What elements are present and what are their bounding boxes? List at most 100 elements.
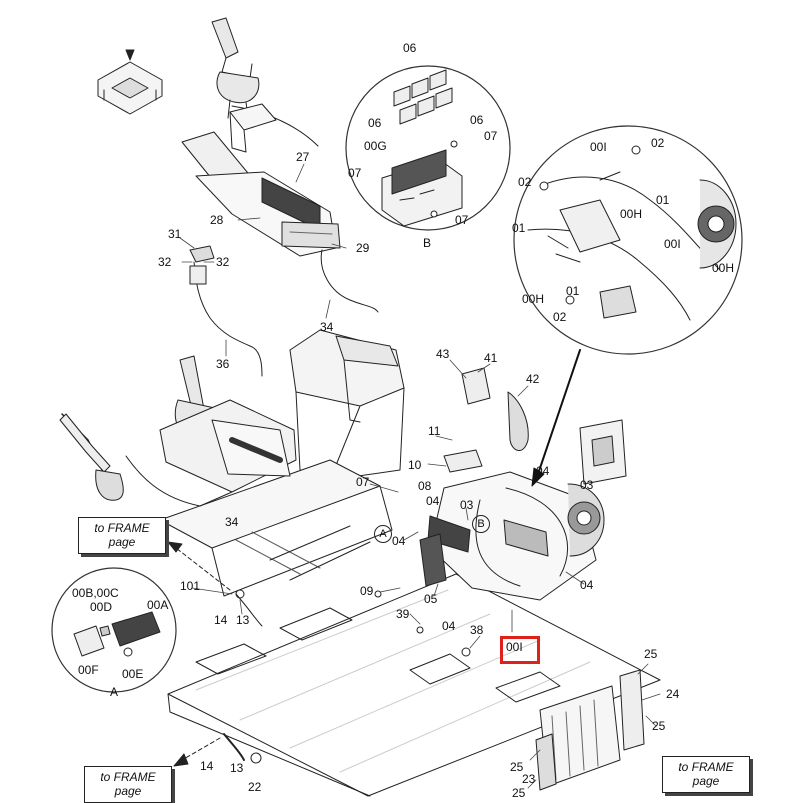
- side-lever: [59, 413, 124, 501]
- detail-a-letter: A: [110, 685, 119, 699]
- orientation-thumbnail: [97, 49, 163, 115]
- highlight-box-00I: [500, 636, 540, 664]
- cooler-assembly: [535, 669, 645, 791]
- callout-36: 36: [216, 357, 230, 371]
- console-panel: [181, 103, 341, 257]
- callout-14-upper: 14: [214, 613, 228, 627]
- callout-24: 24: [666, 687, 680, 701]
- callout-32-right: 32: [216, 255, 230, 269]
- frame-link-lower-right[interactable]: to FRAME page: [662, 756, 750, 793]
- detail-harness-circle: [513, 125, 743, 355]
- detail-b-circle: [345, 65, 511, 231]
- callout-34-upper: 34: [320, 320, 334, 334]
- callout-10: 10: [408, 458, 422, 472]
- detail-pointer-arrowhead: [531, 467, 545, 487]
- frame-link-line2: page: [692, 774, 720, 789]
- callout-04-bottom: 04: [442, 619, 456, 633]
- callout-14-lower: 14: [200, 759, 214, 773]
- callout-05: 05: [424, 592, 438, 606]
- callout-25-top: 25: [644, 647, 658, 661]
- callout-b-07-left: 07: [348, 166, 362, 180]
- detail-a-circle: [51, 567, 177, 693]
- frame-arrow-dashed-lower: [181, 737, 221, 761]
- callout-c-01-right: 01: [656, 193, 670, 207]
- callout-32-left: 32: [158, 255, 172, 269]
- callout-43: 43: [436, 347, 450, 361]
- callout-c-00H-bottom: 00H: [522, 292, 545, 306]
- callout-39: 39: [396, 607, 410, 621]
- callout-41: 41: [484, 351, 498, 365]
- callout-b-00G: 00G: [364, 139, 387, 153]
- frame-link-line1: to FRAME: [678, 760, 734, 774]
- callout-b-06-right: 06: [470, 113, 484, 127]
- electrical-bracket: [419, 471, 605, 601]
- callout-c-02-bottom: 02: [553, 310, 567, 324]
- frame-arrowhead-upper: [167, 541, 183, 553]
- callout-29: 29: [356, 241, 370, 255]
- hardware-fasteners: [223, 589, 471, 764]
- joystick-upper: [211, 17, 319, 147]
- callout-c-00H-right: 00H: [712, 261, 735, 275]
- callout-04-center: 04: [426, 494, 440, 508]
- callout-25-bottom-lower: 25: [512, 786, 526, 800]
- frame-link-line1: to FRAME: [100, 770, 156, 784]
- frame-arrowhead-lower: [173, 753, 189, 767]
- callout-03-right: 03: [580, 478, 594, 492]
- callout-a-00A: 00A: [147, 598, 169, 612]
- callout-13-upper: 13: [236, 613, 250, 627]
- callout-c-02-left: 02: [518, 175, 532, 189]
- callout-c-00H-mid: 00H: [620, 207, 643, 221]
- callout-a-00BC: 00B,00C: [72, 586, 119, 600]
- frame-link-upper-left[interactable]: to FRAME page: [78, 517, 166, 554]
- callout-13-lower: 13: [230, 761, 244, 775]
- floor-plate: [167, 573, 661, 797]
- frame-link-lower-left[interactable]: to FRAME page: [84, 766, 172, 803]
- callout-a-00D: 00D: [90, 600, 113, 614]
- callout-b-06-top: 06: [403, 41, 417, 55]
- callout-27: 27: [296, 150, 310, 164]
- leader-lines: [179, 163, 661, 789]
- seat-base: [159, 459, 393, 597]
- detail-b-letter: B: [423, 236, 432, 250]
- callout-c-00I-right: 00I: [664, 237, 681, 251]
- callout-04-upper-right: 04: [536, 464, 550, 478]
- reference-circle-a: A: [374, 525, 392, 543]
- callout-38: 38: [470, 623, 484, 637]
- callout-04-right: 04: [580, 578, 594, 592]
- callout-b-06-left: 06: [368, 116, 382, 130]
- reference-circle-b: B: [472, 515, 490, 533]
- armrest-assembly: [289, 329, 405, 481]
- callout-23: 23: [522, 772, 536, 786]
- callout-28: 28: [210, 213, 224, 227]
- callout-a-00F: 00F: [78, 663, 99, 677]
- callout-00I-highlighted: 00I: [506, 640, 523, 654]
- callout-42: 42: [526, 372, 540, 386]
- callout-22: 22: [248, 780, 262, 794]
- callout-c-02-top: 02: [651, 136, 665, 150]
- frame-link-line2: page: [108, 535, 136, 550]
- controller-module: [443, 367, 627, 485]
- callout-03-center: 03: [460, 498, 474, 512]
- callout-34-lower: 34: [225, 515, 239, 529]
- left-console: [125, 355, 297, 507]
- callout-04-left: 04: [392, 534, 406, 548]
- frame-arrow-dashed-upper: [175, 547, 231, 591]
- callout-25-right: 25: [652, 719, 666, 733]
- frame-link-line1: to FRAME: [94, 521, 150, 535]
- detail-pointer-line: [537, 349, 581, 475]
- callout-c-01-bottom: 01: [566, 284, 580, 298]
- frame-link-line2: page: [114, 784, 142, 799]
- callout-b-07-bottom: 07: [455, 213, 469, 227]
- callout-31: 31: [168, 227, 182, 241]
- callout-08: 08: [418, 479, 432, 493]
- callout-b-07-right: 07: [484, 129, 498, 143]
- callout-07: 07: [356, 475, 370, 489]
- callout-c-00I-top: 00I: [590, 140, 607, 154]
- callout-c-01-left: 01: [512, 221, 526, 235]
- callout-101: 101: [180, 579, 201, 593]
- callout-11: 11: [428, 424, 441, 438]
- callout-09: 09: [360, 584, 374, 598]
- wire-harness: [189, 245, 379, 377]
- callout-25-bottom-upper: 25: [510, 760, 524, 774]
